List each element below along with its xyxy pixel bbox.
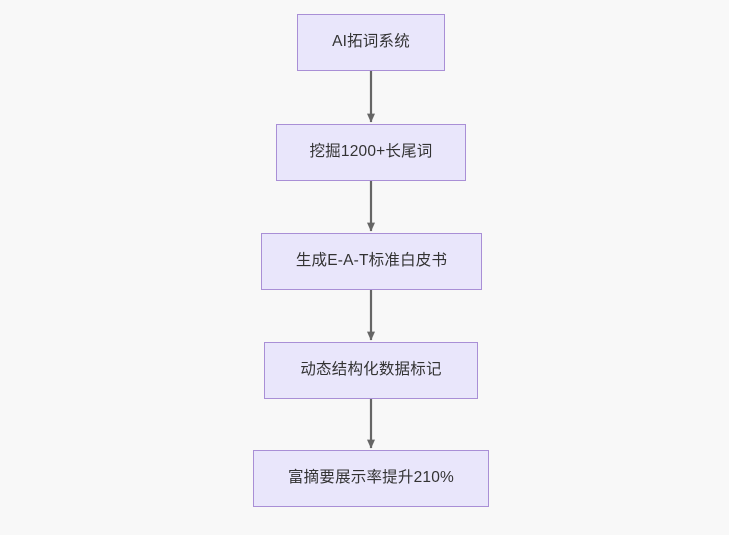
flowchart-node-rich-snippet-uplift[interactable]: 富摘要展示率提升210% [253,450,489,507]
node-label: 动态结构化数据标记 [300,361,442,379]
node-label: 富摘要展示率提升210% [287,469,455,487]
node-label: 生成E-A-T标准白皮书 [295,252,448,270]
node-label: AI拓词系统 [332,33,410,51]
flowchart-node-ai-keyword-system[interactable]: AI拓词系统 [297,14,445,71]
flowchart-node-dynamic-structured-data[interactable]: 动态结构化数据标记 [264,342,478,399]
flowchart-node-generate-eat-whitepaper[interactable]: 生成E-A-T标准白皮书 [261,233,482,290]
flowchart-node-mine-longtail-keywords[interactable]: 挖掘1200+长尾词 [276,124,466,181]
node-label: 挖掘1200+长尾词 [309,143,433,161]
